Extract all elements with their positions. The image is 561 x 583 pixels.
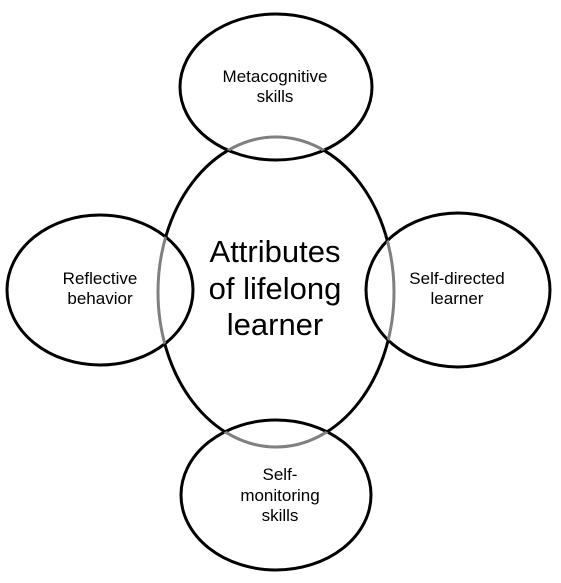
- satellite-label-right-line-2: learner: [430, 289, 484, 308]
- satellite-label-top-line-2: skills: [256, 87, 294, 106]
- satellite-label-top-line-1: Metacognitive: [222, 66, 328, 86]
- satellite-label-top: Metacognitive skills: [175, 60, 375, 114]
- satellite-label-left-line-1: Reflective: [62, 268, 138, 288]
- center-label: Attributes of lifelong learner: [155, 222, 395, 356]
- satellite-label-right-line-1: Self-directed: [409, 268, 505, 288]
- ellipse-top: [178, 12, 374, 162]
- center-label-line-1: Attributes: [209, 234, 341, 270]
- center-label-line-2: of lifelong: [208, 270, 342, 306]
- ellipse-left: [5, 213, 195, 367]
- satellite-label-bottom: Self- monitoring skills: [180, 455, 380, 537]
- center-label-line-3: learner: [226, 307, 324, 343]
- satellite-label-bottom-line-1: Self-: [262, 465, 298, 485]
- ellipse-bottom: [179, 418, 373, 572]
- satellite-label-left: Reflective behavior: [10, 262, 190, 316]
- satellite-label-right: Self-directed learner: [362, 262, 552, 316]
- satellite-label-bottom-line-3: skills: [261, 506, 299, 526]
- satellite-label-left-line-2: behavior: [67, 289, 133, 308]
- ellipse-center-overlap: [156, 135, 396, 449]
- ellipse-right: [364, 211, 552, 369]
- satellite-label-bottom-line-2: monitoring: [240, 485, 320, 505]
